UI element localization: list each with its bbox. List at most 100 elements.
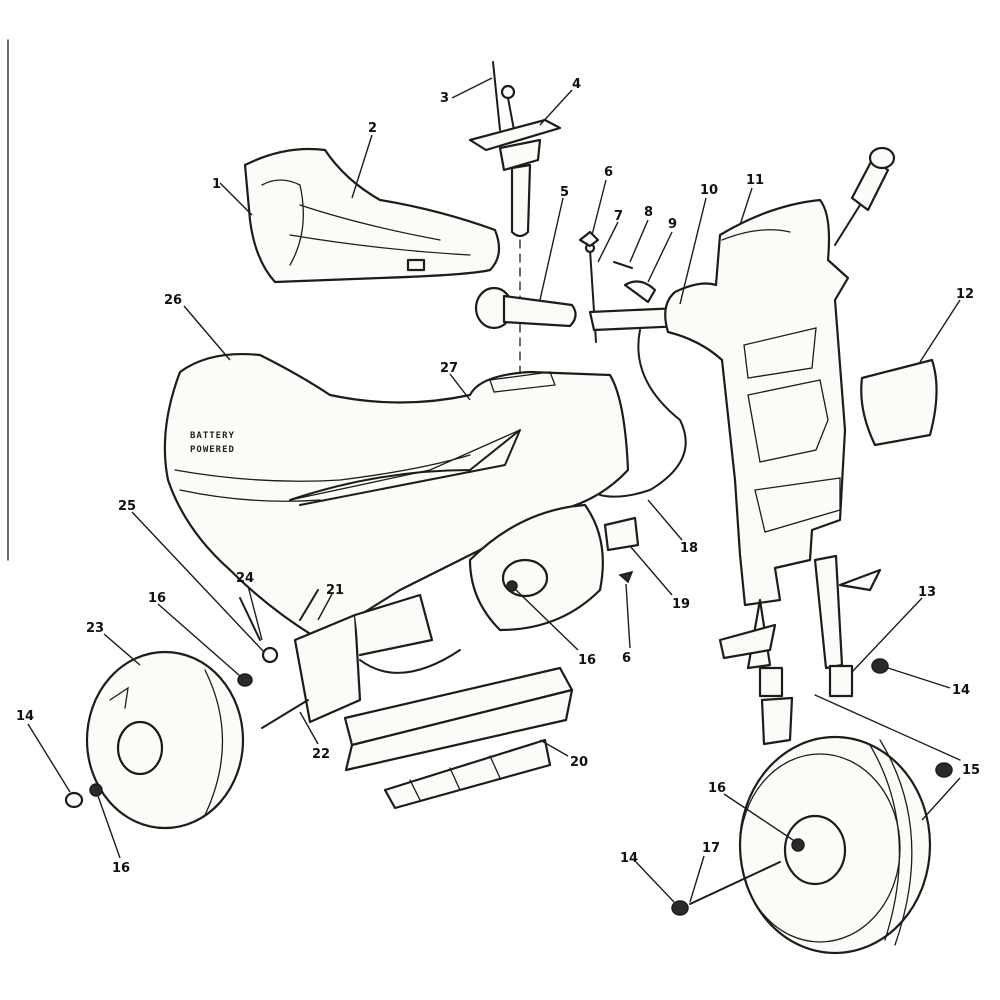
- switch-19: [603, 516, 640, 552]
- leader-4: [539, 89, 573, 126]
- body-shell-26: [163, 352, 630, 642]
- callout-21: 21: [326, 583, 344, 598]
- callout-7: 7: [614, 209, 623, 224]
- handlebar-assembly: [474, 230, 686, 343]
- switch-9: [623, 280, 657, 304]
- fork-panel-2: [747, 379, 829, 463]
- leader-14c: [635, 861, 675, 903]
- axle-22: [261, 699, 309, 729]
- callout-6-top: 6: [604, 165, 613, 180]
- motor-housing: [468, 503, 604, 632]
- callout-18: 18: [680, 541, 698, 556]
- callout-3: 3: [440, 91, 449, 106]
- leader-21: [317, 593, 333, 621]
- callout-5: 5: [560, 185, 569, 200]
- washer-15: [935, 762, 953, 778]
- tray-side-20: [344, 688, 574, 772]
- callout-16-front: 16: [708, 781, 726, 796]
- leader-19: [629, 545, 673, 596]
- pin-24: [239, 597, 261, 641]
- leader-11: [739, 187, 753, 226]
- fork-panel-3: [754, 477, 841, 533]
- callout-13: 13: [918, 585, 936, 600]
- leader-10: [679, 197, 707, 305]
- callout-1: 1: [212, 177, 221, 192]
- front-wheel-rim: [739, 753, 901, 943]
- callout-14-axle: 14: [620, 851, 638, 866]
- nut-14-right: [871, 658, 889, 674]
- callout-16-rear: 16: [148, 591, 166, 606]
- nut-16-left: [89, 783, 103, 797]
- washer-25: [261, 646, 279, 664]
- fork-panel-1: [743, 327, 817, 379]
- handle-rod: [834, 204, 861, 246]
- leader-18: [647, 499, 683, 541]
- body-contour-1: [174, 454, 471, 482]
- gearbox: [237, 589, 461, 729]
- leader-16c: [515, 589, 579, 651]
- cable-18: [599, 329, 687, 498]
- front-tread-1: [879, 739, 913, 946]
- callout-2: 2: [368, 121, 377, 136]
- leader-lines: [27, 77, 961, 903]
- fork-body: [664, 198, 850, 607]
- callout-27: 27: [440, 361, 458, 376]
- seat-tab: [406, 258, 426, 272]
- leader-25: [131, 511, 265, 653]
- callout-9: 9: [668, 217, 677, 232]
- seat-shell: [243, 147, 501, 284]
- lever-knob: [500, 84, 516, 100]
- leader-27: [449, 373, 471, 401]
- callout-6-bottom: 6: [622, 651, 631, 666]
- grille-line-2: [449, 767, 461, 791]
- fork-contour: [721, 229, 791, 241]
- callout-14-right: 14: [952, 683, 970, 698]
- grille-line-1: [409, 779, 421, 801]
- seat: [243, 147, 501, 284]
- axle-bracket: [760, 696, 794, 746]
- leader-26: [183, 305, 231, 361]
- callout-26: 26: [164, 293, 182, 308]
- leader-16b: [97, 795, 121, 859]
- nut-16-rear: [237, 673, 253, 687]
- main-body: BATTERY POWERED: [163, 352, 630, 642]
- leader-22: [299, 711, 319, 745]
- leader-1: [219, 182, 253, 216]
- rear-wheel-hub: [116, 720, 164, 776]
- nut-14-axle: [671, 900, 689, 916]
- fork-socket-left: [758, 666, 784, 698]
- leader-14a: [27, 723, 71, 793]
- callout-4: 4: [572, 77, 581, 92]
- leader-16d: [723, 793, 797, 843]
- callout-20: 20: [570, 755, 588, 770]
- leader-2: [351, 134, 373, 199]
- callout-11: 11: [746, 173, 764, 188]
- pin-3: [492, 61, 501, 131]
- front-fork: [664, 198, 882, 746]
- leader-16a: [157, 603, 241, 677]
- fork-socket-right-13: [828, 664, 854, 698]
- battery-tray: [343, 666, 574, 810]
- leader-8: [629, 219, 649, 263]
- headlight-12: [860, 358, 938, 447]
- lever-tube: [510, 163, 532, 238]
- callout-25: 25: [118, 499, 136, 514]
- handle-cap: [868, 146, 896, 170]
- seat-contour-2: [299, 204, 441, 241]
- logo-line-2: POWERED: [190, 445, 235, 455]
- motor-wire: [359, 649, 461, 674]
- leader-15: [921, 777, 961, 821]
- front-wheel-hub: [783, 814, 847, 886]
- callout-10: 10: [700, 183, 718, 198]
- leader-23: [103, 633, 141, 666]
- gearbox-side: [353, 593, 434, 657]
- leader-6a: [591, 179, 607, 236]
- leader-17: [689, 855, 705, 903]
- rear-wheel-23: [85, 650, 245, 830]
- shift-lever-assembly: [468, 61, 562, 381]
- logo-line-1: BATTERY: [190, 431, 235, 441]
- right-handle-grip: [834, 146, 896, 246]
- front-wheel: [738, 735, 932, 955]
- fork-leg-right: [813, 554, 844, 670]
